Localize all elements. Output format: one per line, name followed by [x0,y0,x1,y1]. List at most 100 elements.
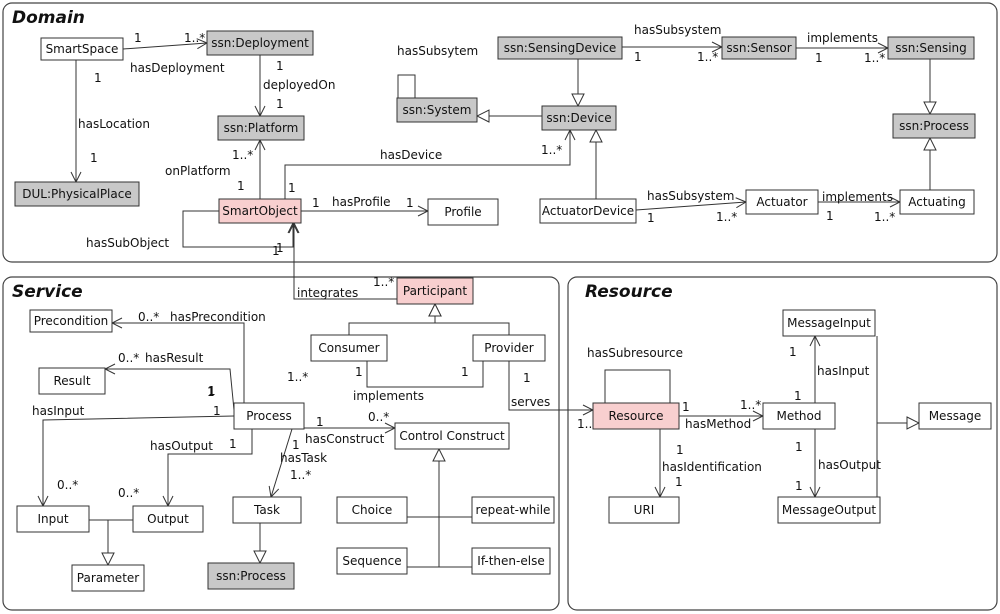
edge-label: 1 [461,365,469,379]
edge-label: implements [822,190,893,204]
node-sensor[interactable]: ssn:Sensor [721,36,797,60]
node-messageoutput[interactable]: MessageOutput [777,496,881,524]
node-actuating[interactable]: Actuating [899,189,975,215]
node-box [918,402,992,430]
node-provider[interactable]: Provider [472,334,546,362]
node-label: SmartObject [222,204,298,218]
node-box [16,505,90,533]
edge-label: 1 [355,365,363,379]
node-label: Provider [484,341,533,355]
edge-label: 1 [276,59,284,73]
node-message[interactable]: Message [918,402,992,430]
node-label: ssn:Deployment [211,36,309,50]
edge-label: 1 [634,50,642,64]
node-box [206,30,314,56]
node-smartspace[interactable]: SmartSpace [40,37,124,61]
edge-label: hasOutput [150,439,213,453]
node-input[interactable]: Input [16,505,90,533]
node-label: Control Construct [399,429,505,443]
node-consumer[interactable]: Consumer [310,334,388,362]
node-box [762,402,836,430]
node-system[interactable]: ssn:System [396,97,478,123]
node-box [592,402,680,430]
edge-label: 1 [523,371,531,385]
node-platform[interactable]: ssn:Platform [217,115,305,141]
edge-label: 0..* [368,410,389,424]
edge-label: 1 [675,475,683,489]
node-choice[interactable]: Choice [336,496,408,524]
edge-label: hasIdentification [662,460,762,474]
node-box [892,113,976,139]
node-sensingdevice[interactable]: ssn:SensingDevice [497,36,623,60]
node-label: Choice [352,503,393,517]
node-label: Consumer [318,341,379,355]
edge-hasoutput [168,429,253,506]
node-box [541,105,617,131]
node-smartobject[interactable]: SmartObject [218,198,302,224]
node-device[interactable]: ssn:Device [541,105,617,131]
node-label: Sequence [342,554,401,568]
node-profile[interactable]: Profile [427,198,499,226]
edge-label: 1 [794,389,802,403]
edge-integrates [294,223,397,300]
node-box [336,496,408,524]
node-label: Participant [403,284,468,298]
node-resource[interactable]: Resource [592,402,680,430]
node-controlconstruct[interactable]: Control Construct [394,422,510,450]
panel-title-domain: Domain [12,8,85,28]
node-actuatordevice[interactable]: ActuatorDevice [539,198,637,224]
node-method[interactable]: Method [762,402,836,430]
node-box [218,198,302,224]
node-parameter[interactable]: Parameter [71,564,145,592]
node-box [217,115,305,141]
node-sensing[interactable]: ssn:Sensing [887,36,975,60]
edge-label: 1 [682,400,690,414]
node-deployment[interactable]: ssn:Deployment [206,30,314,56]
node-process_d[interactable]: ssn:Process [892,113,976,139]
node-messageinput[interactable]: MessageInput [782,309,876,337]
node-label: Output [147,512,189,526]
edge-label: 1 [207,385,215,399]
edge-hasdeployment [122,43,207,50]
edge-label: 1..* [290,468,311,482]
edge-label: 0..* [118,486,139,500]
node-participant[interactable]: Participant [396,277,474,305]
node-process[interactable]: Process [233,402,305,430]
node-label: repeat-while [476,503,551,517]
edge-label: 1..* [864,51,885,65]
node-task[interactable]: Task [232,496,302,524]
node-box [207,562,295,590]
node-precondition[interactable]: Precondition [29,309,113,333]
node-box [887,36,975,60]
edge-implements-p [366,361,484,388]
edge-hassubsytem [397,74,416,98]
node-actuator[interactable]: Actuator [745,189,819,215]
edge-label: 1 [815,51,823,65]
panel-title-service: Service [12,282,83,302]
node-result[interactable]: Result [38,367,106,395]
node-sequence[interactable]: Sequence [336,547,408,575]
node-process_s[interactable]: ssn:Process [207,562,295,590]
node-repeatwhile[interactable]: repeat-while [471,496,555,524]
edge-provider-part [435,304,510,335]
edge-label: hasResult [145,351,204,365]
edge-label: hasTask [280,451,327,465]
node-box [132,505,204,533]
node-label: Message [929,409,982,423]
node-box [14,181,140,207]
edge-label: 1..* [874,210,895,224]
edge-label: 1 [229,437,237,451]
node-uri[interactable]: URI [608,496,680,524]
edge-hasinput [43,415,235,506]
edge-label: serves [511,395,550,409]
node-physicalplace[interactable]: DUL:PhysicalPlace [14,181,140,207]
edge-label: implements [353,389,424,403]
node-ifthenelse[interactable]: If-then-else [471,547,551,575]
node-output[interactable]: Output [132,505,204,533]
edge-label: 1..* [232,148,253,162]
edge-label: hasSubsystem [647,189,734,203]
node-box [471,547,551,575]
node-label: ssn:Process [899,119,969,133]
node-label: Precondition [34,314,109,328]
